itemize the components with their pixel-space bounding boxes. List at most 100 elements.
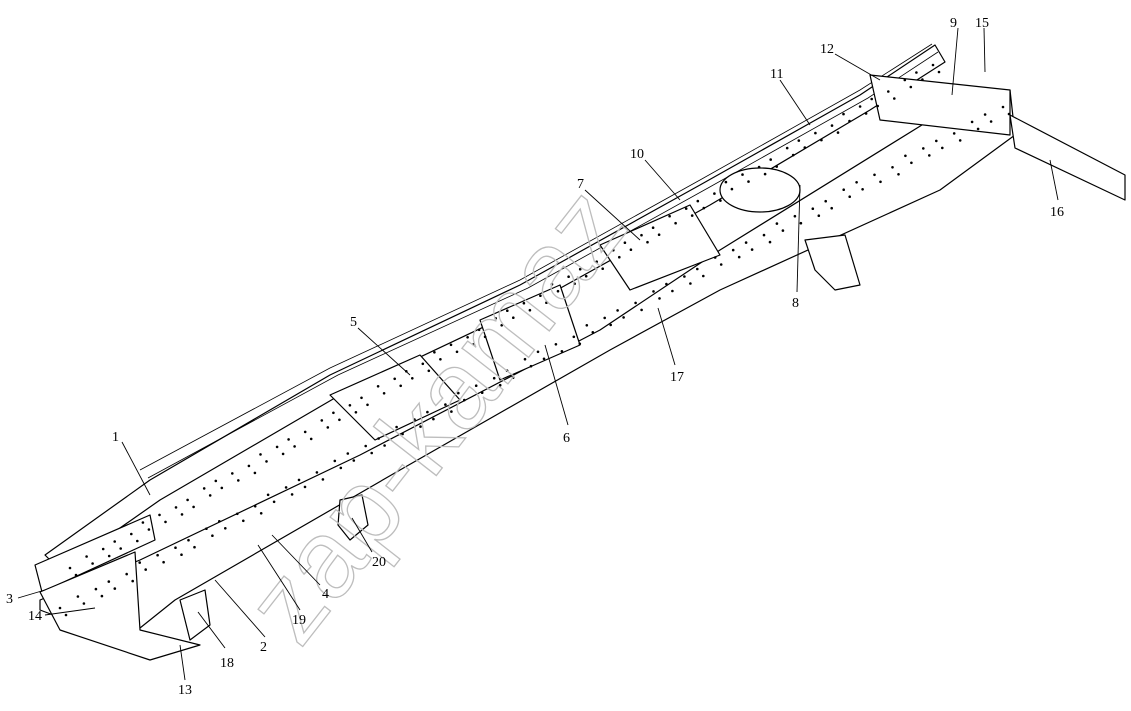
rivet-hole: [100, 594, 104, 598]
rivet-hole: [91, 562, 94, 565]
rivet-hole: [287, 438, 290, 441]
rivet-hole: [612, 248, 615, 252]
callout-4: 4: [322, 587, 329, 602]
rivet-hole: [781, 229, 785, 232]
rivet-hole: [887, 90, 890, 93]
rivet-hole: [377, 437, 380, 440]
rivet-hole: [293, 445, 296, 448]
rivet-hole: [214, 479, 218, 483]
callout-19: 19: [292, 613, 306, 628]
rivet-hole: [483, 335, 487, 339]
rivet-hole: [421, 362, 425, 366]
rivet-hole: [297, 478, 301, 482]
rivet-hole: [147, 528, 151, 531]
rivet-hole: [511, 376, 515, 380]
rivet-hole: [58, 606, 62, 610]
rivet-hole: [156, 553, 159, 557]
callout-3: 3: [6, 592, 13, 607]
rivet-hole: [455, 350, 459, 354]
rivet-hole: [303, 485, 307, 489]
rivet-hole: [618, 255, 621, 259]
rivet-hole: [696, 267, 699, 271]
rivet-hole: [910, 161, 913, 165]
callout-1: 1: [112, 430, 119, 445]
rivet-hole: [401, 432, 404, 436]
rivet-hole: [858, 105, 862, 108]
rivet-hole: [259, 453, 262, 456]
rivet-hole: [690, 214, 694, 217]
rivet-hole: [107, 554, 111, 558]
rivet-hole: [573, 282, 576, 286]
rivet-hole: [730, 187, 734, 191]
rivet-hole: [747, 180, 750, 183]
rivet-hole: [830, 124, 834, 127]
rivet-hole: [290, 493, 294, 496]
rivet-hole: [480, 391, 484, 395]
rivet-hole: [542, 357, 546, 361]
rivet-hole: [731, 248, 735, 252]
rivet-hole: [928, 154, 931, 157]
rivet-hole: [192, 505, 195, 509]
rivet-hole: [550, 282, 554, 286]
rivet-hole: [395, 425, 398, 429]
rivet-hole: [94, 587, 98, 591]
crossmember-rear: [869, 74, 1011, 136]
rivet-hole: [848, 119, 851, 123]
callout-11: 11: [770, 67, 783, 82]
rivet-hole: [830, 206, 833, 210]
rivet-hole: [107, 580, 111, 583]
rivet-hole: [309, 437, 313, 441]
rivet-hole: [85, 555, 88, 558]
rivet-hole: [523, 357, 527, 361]
rivet-hole: [861, 188, 864, 191]
rivet-hole: [113, 540, 116, 543]
rivet-hole: [584, 274, 588, 278]
rivet-hole: [935, 139, 938, 143]
rivet-hole: [187, 538, 190, 542]
rivet-hole: [352, 459, 356, 462]
rivet-hole: [983, 113, 987, 116]
rivet-hole: [76, 595, 80, 598]
rivet-hole: [791, 153, 795, 157]
rivet-hole: [348, 404, 352, 407]
rivet-hole: [567, 275, 570, 279]
rivet-hole: [144, 568, 147, 571]
rivet-hole: [879, 180, 882, 184]
rivet-hole: [702, 206, 706, 210]
rivet-hole: [74, 573, 78, 577]
rivet-hole: [101, 547, 105, 551]
rivet-hole: [595, 260, 598, 264]
rivet-hole: [652, 290, 655, 293]
rivet-hole: [444, 403, 447, 406]
rivet-hole: [131, 579, 134, 583]
rivet-hole: [970, 120, 974, 124]
rivet-hole: [315, 471, 319, 474]
callout-18: 18: [220, 656, 234, 671]
rivet-hole: [737, 255, 741, 259]
rivet-hole: [785, 146, 789, 150]
rivet-hole: [370, 451, 374, 455]
rivet-hole: [640, 308, 643, 312]
rivet-hole: [419, 425, 422, 428]
rivet-hole: [572, 335, 576, 339]
rivet-hole: [477, 328, 481, 332]
rivet-hole: [211, 534, 214, 537]
rivet-hole: [333, 459, 337, 463]
rivet-hole: [629, 248, 633, 251]
rivet-hole: [64, 613, 68, 617]
rivet-hole: [897, 173, 900, 176]
rivet-hole: [208, 494, 212, 497]
rivet-hole: [463, 398, 466, 402]
rivet-hole: [162, 560, 165, 564]
rivet-hole: [236, 512, 239, 516]
rivet-hole: [474, 384, 478, 388]
rivet-hole: [539, 294, 542, 298]
rivet-hole: [247, 464, 251, 468]
rivet-hole: [281, 452, 285, 456]
rivet-hole: [903, 78, 907, 82]
rivet-hole: [439, 358, 442, 361]
rivet-hole: [383, 444, 386, 447]
rivet-hole: [259, 512, 263, 515]
rivet-hole: [696, 199, 700, 203]
rivet-hole: [719, 199, 722, 202]
